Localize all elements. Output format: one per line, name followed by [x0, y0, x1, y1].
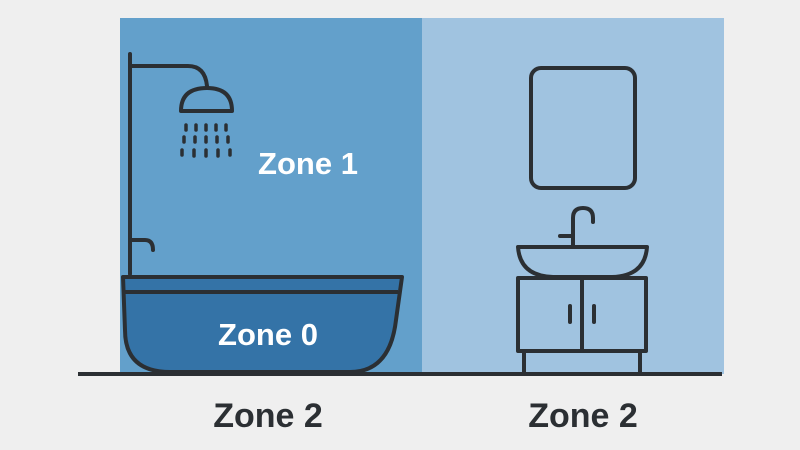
bathtub-icon [121, 275, 404, 374]
sink-vanity-icon [516, 206, 649, 374]
zone-1-label: Zone 1 [258, 146, 358, 181]
zone-0-label: Zone 0 [218, 317, 318, 352]
shower-icon [128, 52, 234, 276]
mirror-icon [529, 66, 637, 190]
zone-2-left-label: Zone 2 [213, 397, 323, 435]
zone-2-area [422, 18, 724, 374]
zone-2-right-label: Zone 2 [528, 397, 638, 435]
